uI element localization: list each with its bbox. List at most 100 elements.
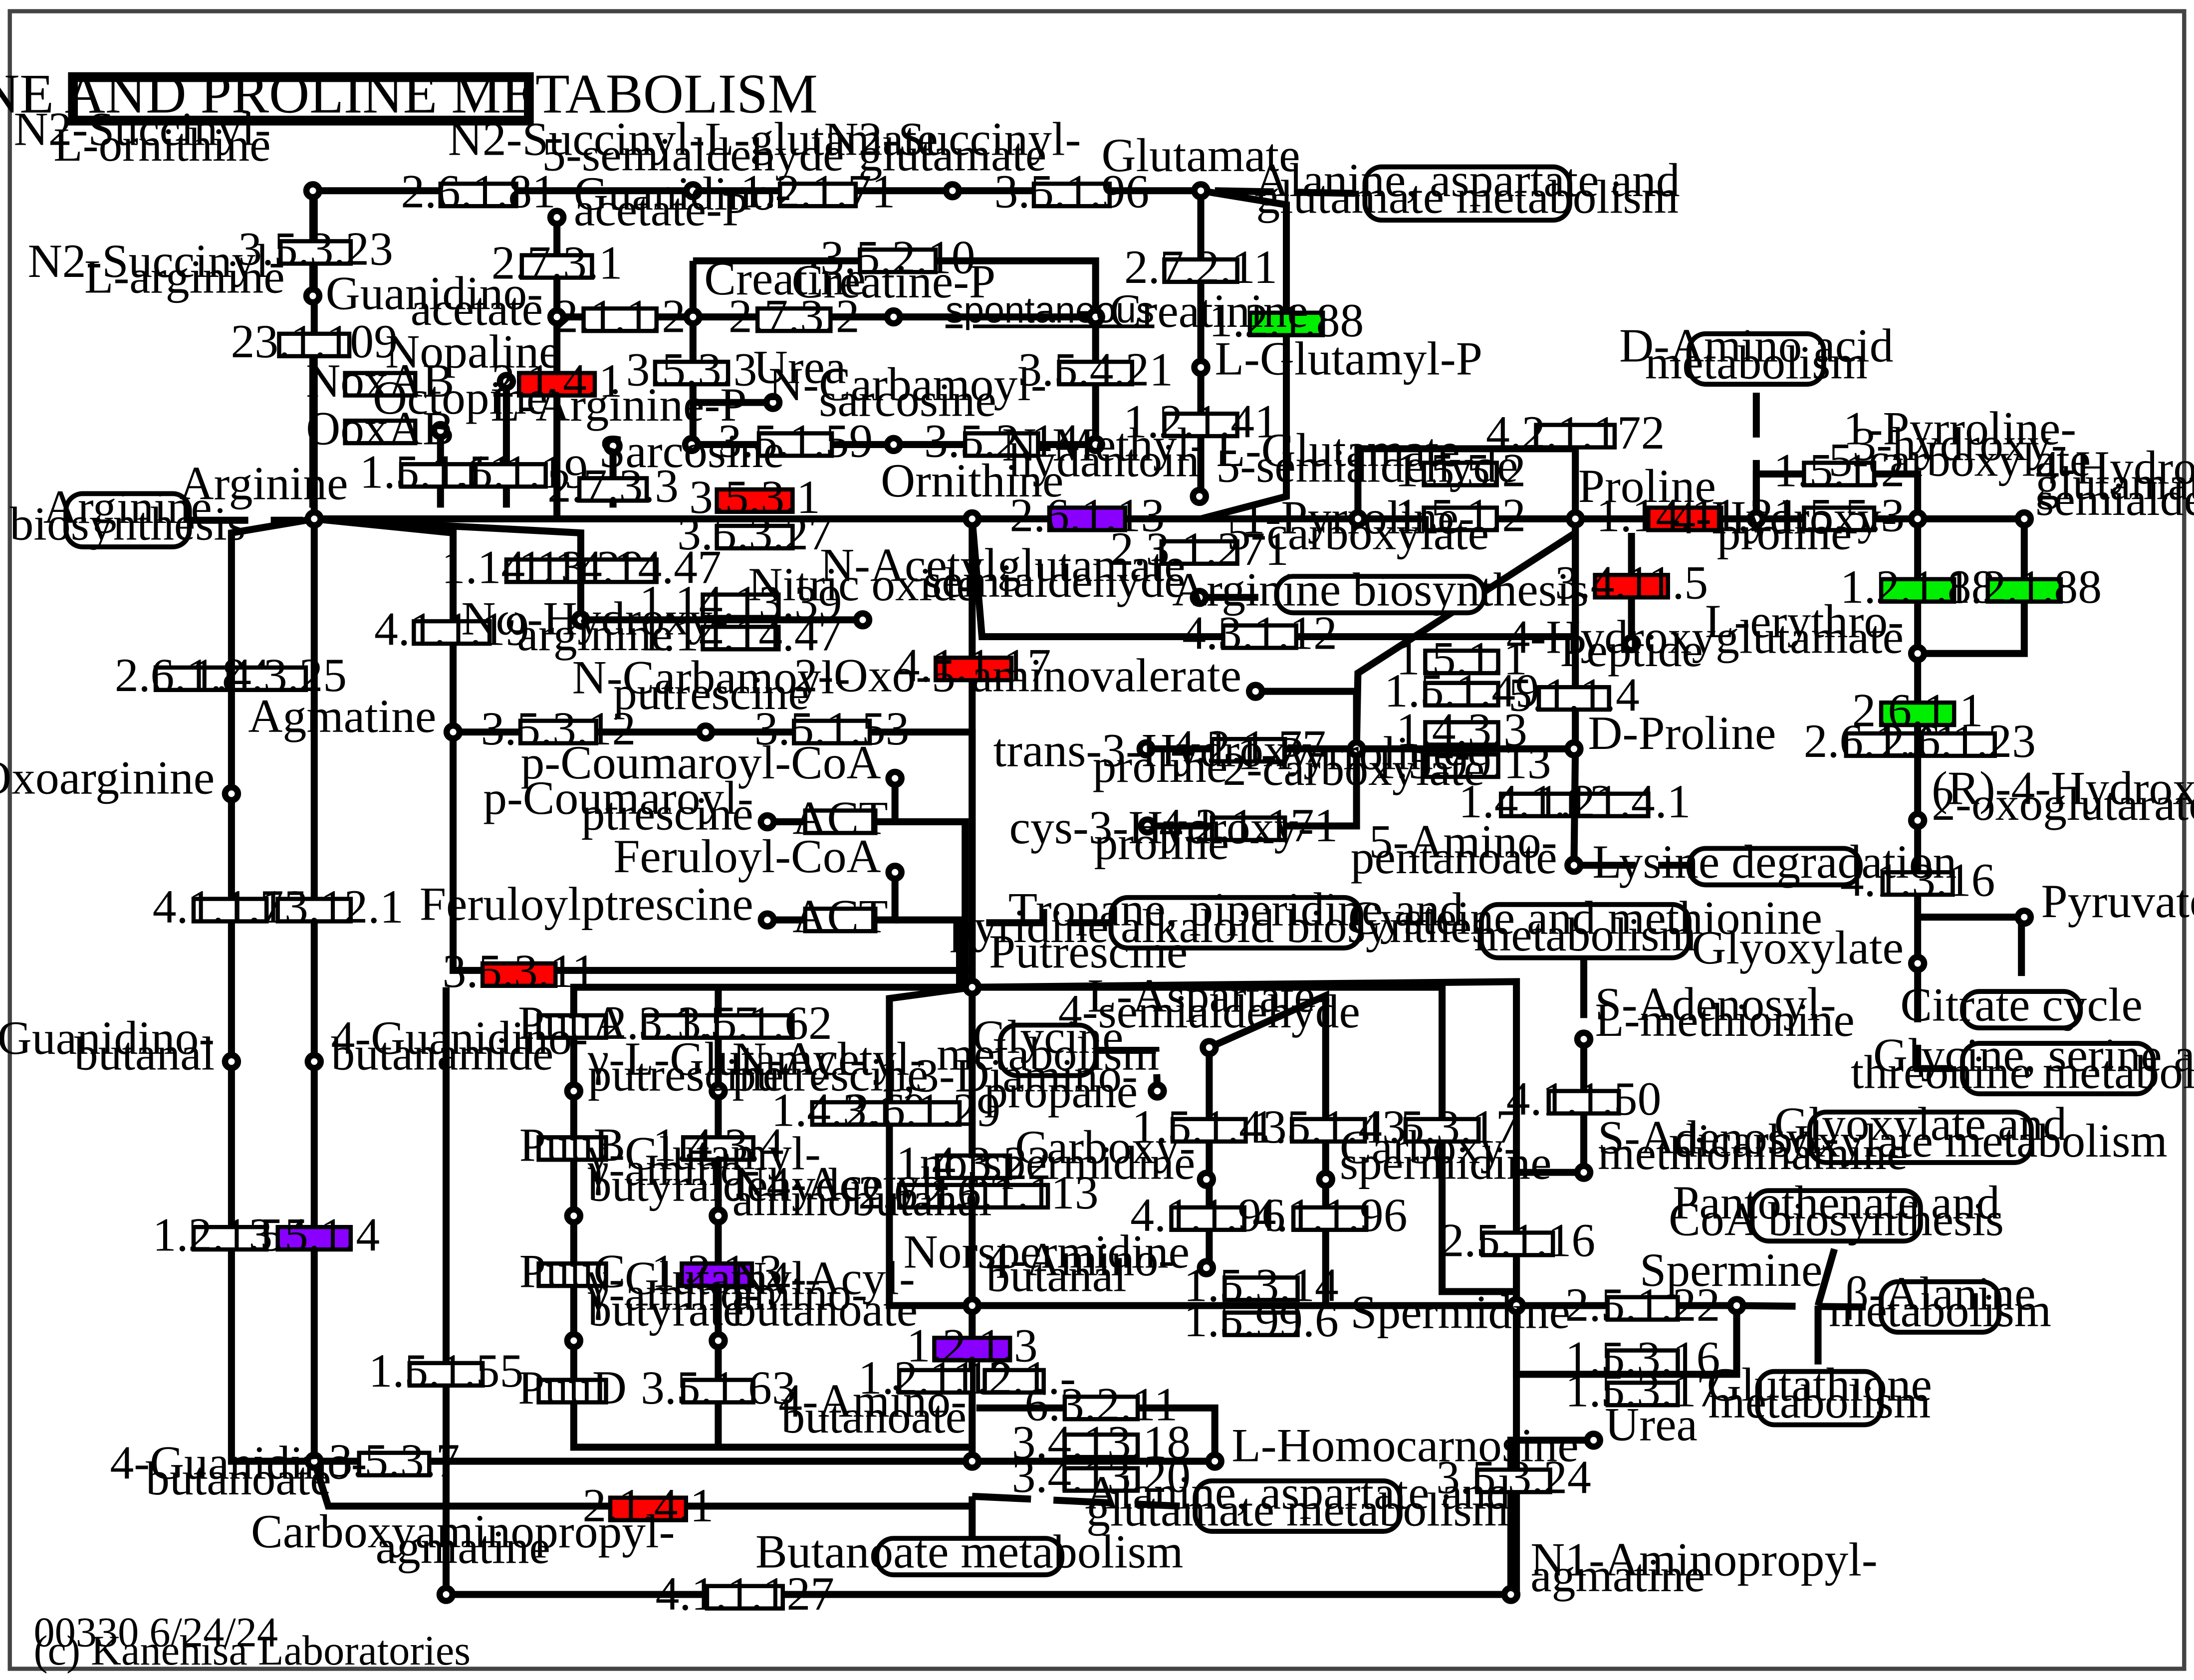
enzyme-box[interactable]: 1.5.1.43 (1132, 1100, 1287, 1153)
enzyme-box[interactable]: 1.5.1.19 (433, 446, 588, 498)
enzyme-box[interactable]: 3.5.4.21 (1018, 343, 1173, 396)
compound-node-n1aminoprop[interactable] (1501, 1585, 1521, 1604)
compound-node-urea2[interactable] (1584, 1431, 1603, 1450)
enzyme-box[interactable]: 2.6.1.113 (922, 1166, 1099, 1219)
compound-node-glutamylgaba[interactable] (564, 1331, 584, 1351)
enzyme-rect[interactable] (278, 239, 353, 266)
enzyme-rect[interactable] (680, 1261, 754, 1288)
compound-node-larginp[interactable] (603, 436, 623, 456)
enzyme-box[interactable]: 3.4.13.18 (1012, 1416, 1191, 1468)
enzyme-rect[interactable] (897, 1183, 975, 1210)
enzyme-rect[interactable] (357, 1450, 432, 1477)
map-link-argbio2[interactable]: Arginine biosynthesis (1172, 563, 1589, 616)
enzyme-rect[interactable] (1605, 1295, 1680, 1322)
compound-node-trans3hp[interactable] (1136, 739, 1156, 759)
compound-node-n4acylab[interactable] (709, 1331, 728, 1351)
compound-node-pcoumput[interactable] (757, 812, 777, 832)
enzyme-rect[interactable] (275, 897, 353, 924)
compound-node-hydroxyproline[interactable] (1746, 509, 1766, 529)
enzyme-box[interactable]: 3.5.2.14 (924, 415, 1079, 468)
enzyme-rect[interactable] (473, 462, 548, 489)
compound-node-nmethylhyd[interactable] (1086, 435, 1105, 455)
enzyme-rect[interactable] (536, 1378, 608, 1405)
compound-node-carboxyaminoprop[interactable] (436, 1585, 456, 1604)
enzyme-rect[interactable] (1879, 577, 1956, 604)
enzyme-rect[interactable] (701, 625, 781, 652)
enzyme-box[interactable]: 1.4.3.22 (896, 1137, 1051, 1190)
compound-node-creatinep[interactable] (884, 307, 904, 327)
compound-node-n4acetylab[interactable] (709, 1206, 728, 1225)
enzyme-box[interactable]: 4.1.3.16 (1840, 853, 1995, 906)
enzyme-rect[interactable] (275, 1224, 353, 1252)
compound-node-cys3hp[interactable] (1138, 816, 1157, 836)
enzyme-box[interactable]: 5.1.1.4 (1508, 668, 1640, 721)
enzyme-rect[interactable] (1221, 623, 1298, 650)
enzyme-rect[interactable] (1403, 1117, 1481, 1144)
compound-node-arginine[interactable] (304, 509, 324, 529)
enzyme-rect[interactable] (412, 619, 492, 646)
map-box[interactable] (1108, 895, 1363, 951)
enzyme-rect[interactable] (963, 431, 1040, 458)
enzyme-box[interactable]: 3.5.1.96 (994, 165, 1150, 218)
compound-node-nacglusemi[interactable] (1190, 588, 1209, 607)
enzyme-box[interactable]: 4.1.1.17 (896, 639, 1051, 692)
enzyme-rect[interactable] (705, 1584, 785, 1611)
enzyme-box[interactable]: 3.5.1.4 (248, 1208, 380, 1261)
map-box[interactable] (1960, 1041, 2156, 1097)
enzyme-box[interactable]: 2.6.1.29 (846, 1083, 1001, 1136)
compound-node-feruloylcoa[interactable] (885, 862, 905, 882)
map-box[interactable] (874, 1536, 1065, 1578)
enzyme-box[interactable]: 1.2.1.71 (740, 165, 896, 218)
enzyme-box[interactable]: 4.1.1.127 (656, 1567, 834, 1620)
compound-node-pyruvate[interactable] (2014, 907, 2034, 927)
enzyme-rect[interactable] (1423, 681, 1500, 708)
compound-node-glutamylgabald[interactable] (564, 1206, 584, 1225)
map-box[interactable] (63, 491, 192, 550)
enzyme-box[interactable]: 2.1.4.1 (491, 354, 623, 407)
compound-node-n2sucglusemi[interactable] (683, 181, 703, 201)
enzyme-box[interactable]: 2.1.4.1 (582, 1479, 714, 1532)
compound-node-urea1[interactable] (763, 393, 783, 412)
enzyme-box[interactable]: 3.5.3.23 (238, 223, 393, 275)
compound-node-lhomocarnosine[interactable] (1205, 1451, 1224, 1471)
enzyme-rect[interactable] (1162, 411, 1239, 439)
enzyme-box[interactable]: 3.5.3.24 (1436, 1451, 1591, 1504)
compound-node-creatinine[interactable] (1086, 307, 1105, 327)
enzyme-box[interactable]: 1.4.3.3 (1396, 704, 1527, 756)
map-box[interactable] (1478, 902, 1692, 960)
map-box[interactable] (1362, 164, 1572, 223)
enzyme-box[interactable]: PuuC (519, 1245, 625, 1298)
enzyme-rect[interactable] (343, 371, 418, 398)
enzyme-box[interactable]: PuuD (518, 1361, 627, 1414)
enzyme-rect[interactable] (438, 181, 518, 209)
map-box[interactable] (1193, 1478, 1403, 1534)
enzyme-box[interactable]: PuuB (519, 1119, 625, 1172)
enzyme-rect[interactable] (1605, 1348, 1680, 1375)
compound-node-r4hydroxy[interactable] (1908, 810, 1928, 830)
enzyme-rect[interactable] (792, 719, 872, 745)
enzyme-rect[interactable] (577, 476, 649, 503)
map-link-glycine[interactable]: Glycinemetabolism (937, 1010, 1159, 1080)
enzyme-rect[interactable] (701, 592, 781, 619)
enzyme-box[interactable]: 2.6.1.23 (1881, 715, 2036, 767)
compound-node-pcoumcoa[interactable] (885, 768, 905, 788)
enzyme-rect[interactable] (231, 665, 308, 692)
enzyme-rect[interactable] (970, 1183, 1050, 1210)
compound-node-glyoxylate[interactable] (1908, 954, 1928, 973)
enzyme-box[interactable]: 1.2.1.88 (1209, 294, 1364, 347)
enzyme-rect[interactable] (1210, 736, 1287, 764)
enzyme-rect[interactable] (777, 181, 858, 209)
enzyme-rect[interactable] (681, 1135, 755, 1162)
enzyme-box[interactable]: 1.5.1.43 (1251, 1100, 1406, 1153)
compound-node-guanacetp[interactable] (547, 208, 567, 227)
enzyme-box[interactable]: 1.5.1.2 (1395, 489, 1526, 542)
enzyme-box[interactable]: 1.5.3.17 (1565, 1364, 1720, 1417)
compound-node-nitricoxide[interactable] (853, 610, 873, 630)
compound-node-ncarbput[interactable] (696, 722, 716, 742)
enzyme-rect[interactable] (1576, 791, 1651, 818)
enzyme-box[interactable]: 4.1.1.96 (1252, 1189, 1408, 1241)
map-box[interactable] (997, 1022, 1098, 1078)
map-link-pantothenate[interactable]: Pantothenate andCoA biosynthesis (1669, 1176, 2004, 1246)
compound-node-n2succarg[interactable] (303, 286, 323, 306)
enzyme-box[interactable]: 2.7.3.3 (547, 460, 679, 512)
